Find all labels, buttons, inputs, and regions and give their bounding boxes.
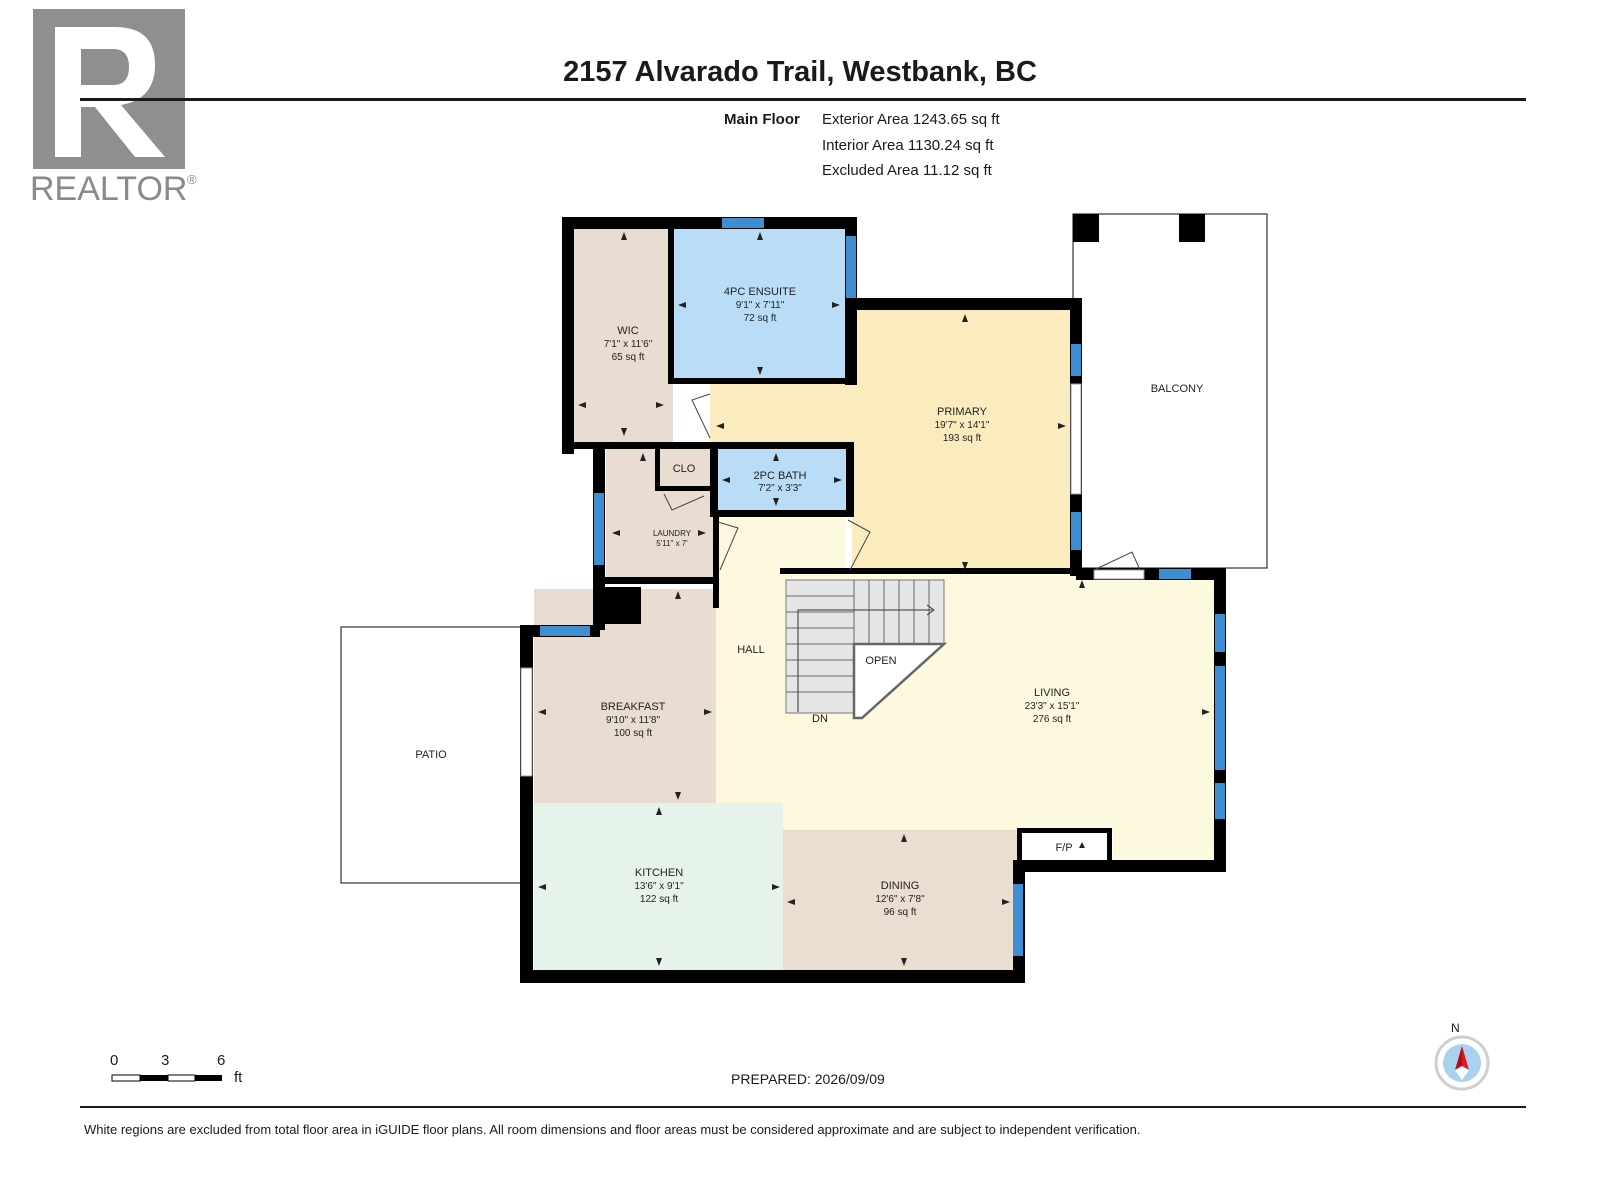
dining-room	[783, 830, 1017, 973]
laundry-name: LAUNDRY	[653, 529, 692, 538]
kitchen-area: 122 sq ft	[640, 894, 679, 905]
ensuite-name: 4PC ENSUITE	[724, 286, 796, 298]
wic-dims: 7'1" x 11'6"	[604, 339, 653, 350]
kitchen-dims: 13'6" x 9'1"	[634, 881, 684, 892]
balcony-post	[1179, 214, 1205, 242]
windows	[540, 218, 1225, 956]
title-divider	[80, 98, 1526, 101]
breakfast-room	[534, 589, 716, 803]
footer-divider	[80, 1106, 1526, 1108]
dimension-arrows	[538, 232, 1210, 966]
primary-name: PRIMARY	[937, 406, 988, 418]
dining-dims: 12'6" x 7'8"	[875, 894, 925, 905]
ensuite-dims: 9'1" x 7'11"	[736, 300, 785, 311]
scale-label-3: 3	[161, 1052, 170, 1069]
primary-dims: 19'7" x 14'1"	[935, 420, 990, 431]
stairs-down-label: DN	[812, 713, 828, 725]
2pc-bath-room	[718, 449, 846, 515]
ensuite-room	[673, 228, 845, 383]
interior-area: Interior Area 1130.24 sq ft	[822, 137, 994, 154]
kitchen-name: KITCHEN	[635, 867, 683, 879]
living-area: 276 sq ft	[1033, 714, 1072, 725]
excluded-area: Excluded Area 11.12 sq ft	[822, 162, 992, 179]
page-title: 2157 Alvarado Trail, Westbank, BC	[563, 56, 1037, 88]
clo-name: CLO	[673, 463, 696, 475]
breakfast-dims: 9'10" x 11'8"	[606, 715, 661, 726]
wic-area: 65 sq ft	[612, 352, 645, 363]
north-label: N	[1451, 1021, 1460, 1035]
fireplace-label: F/P	[1055, 842, 1072, 854]
exterior-area: Exterior Area 1243.65 sq ft	[822, 111, 1000, 128]
ensuite-area: 72 sq ft	[744, 313, 777, 324]
scale-unit: ft	[234, 1069, 243, 1086]
primary-area: 193 sq ft	[943, 433, 982, 444]
living-name: LIVING	[1034, 687, 1070, 699]
breakfast-name: BREAKFAST	[601, 701, 666, 713]
hall-name: HALL	[737, 644, 765, 656]
living-dims: 23'3" x 15'1"	[1025, 701, 1080, 712]
sliding-doors	[520, 383, 1145, 777]
dining-area: 96 sq ft	[884, 907, 917, 918]
kitchen-room	[534, 803, 783, 973]
prepared-date: PREPARED: 2026/09/09	[731, 1071, 885, 1087]
open-name: OPEN	[865, 655, 896, 667]
realtor-r-icon	[55, 27, 165, 157]
scale-label-0: 0	[110, 1052, 119, 1069]
dining-name: DINING	[881, 880, 920, 892]
2pc-bath-name: 2PC BATH	[754, 470, 807, 482]
registered-mark: ®	[187, 172, 197, 187]
breakfast-area: 100 sq ft	[614, 728, 653, 739]
door-swings	[663, 393, 1141, 571]
fireplace	[1020, 834, 1108, 858]
disclaimer-text: White regions are excluded from total fl…	[84, 1122, 1141, 1137]
patio-area	[340, 626, 522, 884]
realtor-logo	[33, 9, 185, 169]
laundry-dims: 5'11" x 7'	[656, 539, 688, 548]
north-compass-icon	[1434, 1035, 1490, 1091]
staircase	[785, 579, 948, 720]
laundry-room	[606, 449, 718, 581]
balcony-name: BALCONY	[1151, 383, 1204, 395]
scale-bar	[111, 1074, 222, 1082]
balcony-post	[1073, 214, 1099, 242]
scale-label-6: 6	[217, 1052, 226, 1069]
balcony-area	[1072, 213, 1268, 569]
floor-label: Main Floor	[724, 111, 800, 128]
wic-name: WIC	[617, 325, 638, 337]
realtor-logo-text: REALTOR	[30, 170, 188, 208]
patio-name: PATIO	[415, 749, 447, 761]
2pc-bath-dims: 7'2" x 3'3"	[758, 483, 802, 494]
primary-room	[710, 310, 1076, 574]
